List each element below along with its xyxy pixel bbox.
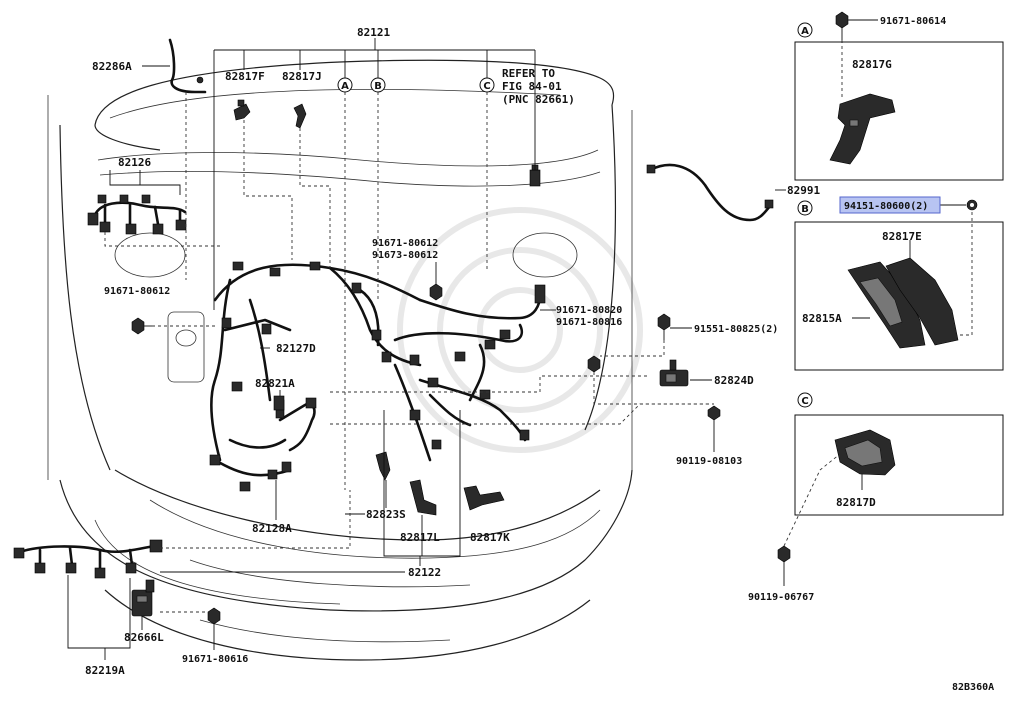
bolt-91671-80614-icon <box>835 11 849 40</box>
label-90119-08103[interactable]: 90119-08103 <box>676 456 742 467</box>
clamp-82817K[interactable] <box>463 485 505 511</box>
bolt-91671-80612-left-icon <box>131 317 152 335</box>
clamp-82817L[interactable] <box>409 479 437 516</box>
harness-82219A[interactable] <box>13 539 163 579</box>
callout-b-main-label: B <box>374 81 382 92</box>
callout-b-inset: B <box>797 200 813 216</box>
harness-82991[interactable] <box>646 163 774 222</box>
label-82817L[interactable]: 82817L <box>400 531 440 544</box>
label-91671-80612-mid[interactable]: 91671-80612 <box>372 238 438 249</box>
refer-note-line2: FIG 84-01 <box>502 80 562 93</box>
nut-94151-80600-icon <box>966 199 978 211</box>
bolts <box>131 11 978 640</box>
bolt-90119-08103-icon <box>707 405 721 440</box>
callout-c-main: C <box>479 77 495 93</box>
bolt-90119-06767-icon <box>777 545 791 578</box>
callout-b-inset-label: B <box>801 204 809 215</box>
callout-a-inset: A <box>797 22 813 38</box>
label-82817K[interactable]: 82817K <box>470 531 510 544</box>
label-82817G[interactable]: 82817G <box>852 58 892 71</box>
highlight-94151-80600 <box>839 196 941 214</box>
label-82817E[interactable]: 82817E <box>882 230 922 243</box>
label-91671-80614[interactable]: 91671-80614 <box>880 16 946 27</box>
label-82991[interactable]: 82991 <box>787 184 820 197</box>
bolt-91551-80825-icon <box>657 313 671 340</box>
bracket-82821A[interactable] <box>273 395 285 411</box>
callout-c-main-label: C <box>483 81 490 92</box>
leader-lines <box>67 19 973 660</box>
bolt-91671-80616-icon <box>207 607 221 640</box>
callout-a-main-label: A <box>341 81 349 92</box>
diagram-code: 82B360A <box>952 682 994 693</box>
label-82817F[interactable]: 82817F <box>225 70 265 83</box>
inset-box-b <box>794 221 1004 371</box>
refer-note-line3: (PNC 82661) <box>502 93 575 106</box>
callout-a-inset-label: A <box>801 26 809 37</box>
label-82286A[interactable]: 82286A <box>92 60 132 73</box>
label-82122[interactable]: 82122 <box>408 566 441 579</box>
inset-box-a <box>794 41 1004 181</box>
callout-c-inset-label: C <box>801 396 808 407</box>
bracket-82666L[interactable] <box>131 579 155 617</box>
label-82817J[interactable]: 82817J <box>282 70 322 83</box>
label-82121[interactable]: 82121 <box>357 26 390 39</box>
label-82821A[interactable]: 82821A <box>255 377 295 390</box>
label-82815A[interactable]: 82815A <box>802 312 842 325</box>
label-94151-80600[interactable]: 94151-80600(2) <box>844 201 928 212</box>
refer-note-line1: REFER TO <box>502 67 555 80</box>
label-82219A[interactable]: 82219A <box>85 664 125 677</box>
harness-82126[interactable] <box>87 194 187 235</box>
sensor-82824D[interactable] <box>659 359 689 387</box>
clamp-82817F[interactable] <box>233 99 251 121</box>
vehicle-body-outline <box>47 59 633 661</box>
label-82127D[interactable]: 82127D <box>276 342 316 355</box>
inset-box-c <box>794 414 1004 516</box>
label-91671-80820[interactable]: 91671-80820 <box>556 305 622 316</box>
label-82128A[interactable]: 82128A <box>252 522 292 535</box>
label-91671-80616[interactable]: 91671-80616 <box>182 654 248 665</box>
label-82666L[interactable]: 82666L <box>124 631 164 644</box>
clamp-82817J[interactable] <box>293 103 307 129</box>
callout-b-main: B <box>370 77 386 93</box>
watermark <box>397 207 643 453</box>
harness-82286A[interactable] <box>168 38 207 94</box>
label-91671-80816[interactable]: 91671-80816 <box>556 317 622 328</box>
label-82824D[interactable]: 82824D <box>714 374 754 387</box>
label-82817D[interactable]: 82817D <box>836 496 876 509</box>
part-labels: 82121 82286A 82817F 82817J REFER TO FIG … <box>85 16 994 693</box>
callout-a-main: A <box>337 77 353 93</box>
relay-box <box>167 311 205 383</box>
callout-c-inset: C <box>797 392 813 408</box>
label-91673-80612[interactable]: 91673-80612 <box>372 250 438 261</box>
label-82823S[interactable]: 82823S <box>366 508 406 521</box>
label-82126[interactable]: 82126 <box>118 156 151 169</box>
bolt-center-icon <box>587 355 601 373</box>
label-90119-06767[interactable]: 90119-06767 <box>748 592 814 603</box>
label-91551-80825[interactable]: 91551-80825(2) <box>694 324 778 335</box>
bolt-91671-80612-mid-icon <box>429 283 443 301</box>
clamp-82823S[interactable] <box>375 451 391 481</box>
label-91671-80612-left[interactable]: 91671-80612 <box>104 286 170 297</box>
